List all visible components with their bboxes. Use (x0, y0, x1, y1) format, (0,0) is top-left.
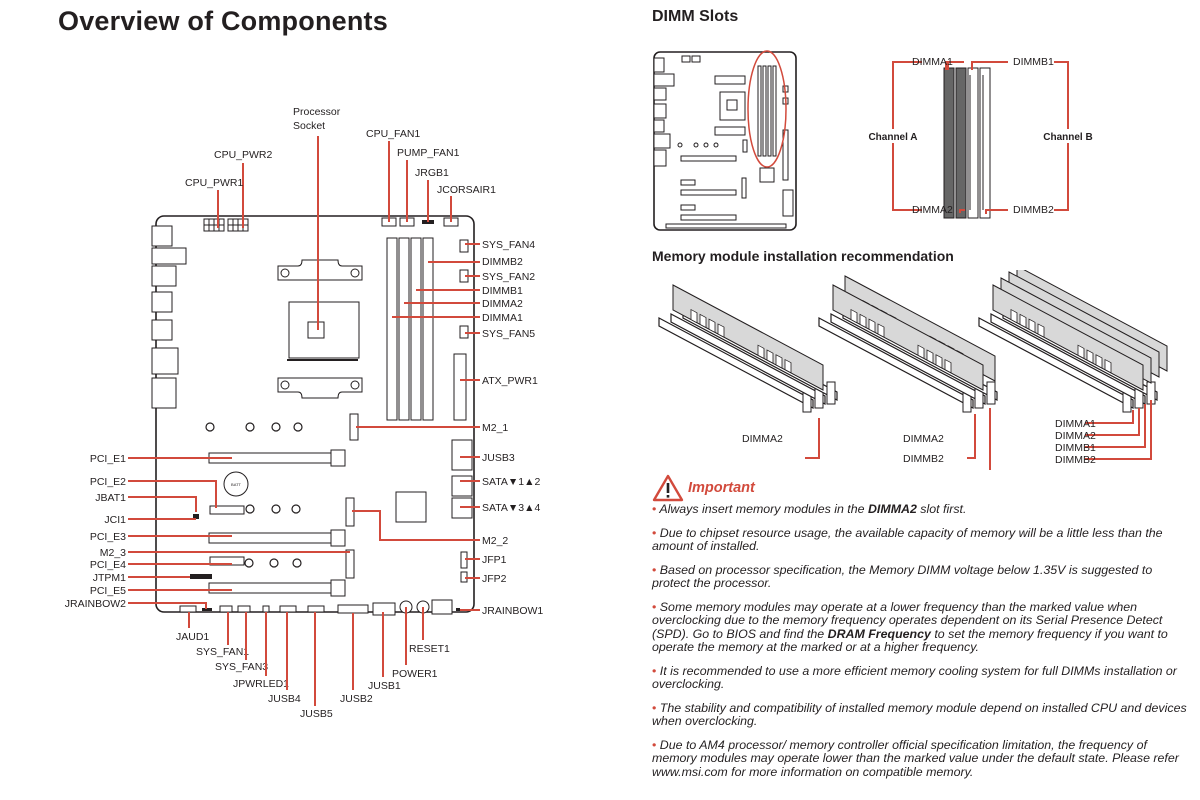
label-dimma2: DIMMA2 (482, 298, 523, 310)
config2-label-dimmb2: DIMMB2 (903, 453, 944, 465)
label-dimmb1: DIMMB1 (482, 285, 523, 297)
label-processor-socket-2: Socket (293, 120, 325, 132)
label-sys-fan5: SYS_FAN5 (482, 328, 535, 340)
bullet: • (652, 737, 657, 752)
label-jbat1: JBAT1 (95, 492, 126, 504)
dimm-label-a1: DIMMA1 (912, 56, 953, 68)
dimm-label-b1: DIMMB1 (1013, 56, 1054, 68)
label-jusb4: JUSB4 (268, 693, 301, 705)
warning-icon (652, 474, 684, 502)
recommendation-title: Memory module installation recommendatio… (652, 248, 954, 264)
label-jfp2: JFP2 (482, 573, 507, 585)
dimm-slots (386, 237, 434, 421)
dimm-slots-diagram: DIMMA1 DIMMA2 DIMMB1 DIMMB2 Channel A Ch… (653, 50, 1093, 231)
note-item: • It is recommended to use a more effici… (652, 663, 1177, 691)
label-jusb3: JUSB3 (482, 452, 515, 464)
bullet: • (652, 502, 657, 516)
bullet: • (652, 599, 657, 614)
note-item: • Due to AM4 processor/ memory controlle… (652, 737, 1179, 779)
label-sata-1-2: SATA▼1▲2 (482, 476, 540, 488)
label-sys-fan2: SYS_FAN2 (482, 271, 535, 283)
label-reset1: RESET1 (409, 643, 450, 655)
dimm-highlight-ellipse (747, 50, 787, 168)
rear-io (151, 225, 187, 409)
label-jci1: JCI1 (104, 514, 126, 526)
label-sys-fan1: SYS_FAN1 (196, 646, 249, 658)
note-item: • Some memory modules may operate at a l… (652, 599, 1168, 654)
installation-recommendation-diagram: DIMMA2 DIMMA2 DIMMB2 DIMMA1 DIMMA2 DIMMB… (658, 270, 1168, 470)
label-atx-pwr1: ATX_PWR1 (482, 375, 538, 387)
label-dimmb2: DIMMB2 (482, 256, 523, 268)
config2-label-dimma2: DIMMA2 (903, 433, 944, 445)
dimm-slots-title: DIMM Slots (652, 8, 739, 25)
channel-diagram: DIMMA1 DIMMA2 DIMMB1 DIMMB2 Channel A Ch… (868, 56, 1093, 219)
label-dimma1: DIMMA1 (482, 312, 523, 324)
pcie-slots (190, 449, 346, 597)
dimm-label-b2: DIMMB2 (1013, 204, 1054, 216)
label-pump-fan1: PUMP_FAN1 (397, 147, 460, 159)
channel-b-label: Channel B (1043, 132, 1092, 143)
label-jcorsair1: JCORSAIR1 (437, 184, 496, 196)
label-jusb5: JUSB5 (300, 708, 333, 720)
label-pci-e1: PCI_E1 (90, 453, 126, 465)
standoffs (205, 422, 303, 568)
motherboard-diagram: BATT Processor Socket CPU_PWR2 CPU_PWR1 … (65, 106, 544, 720)
battery-label: BATT (231, 482, 241, 487)
bullet: • (652, 525, 657, 540)
label-jusb1: JUSB1 (368, 680, 401, 692)
bullet: • (652, 663, 657, 678)
config3-label-dimma2: DIMMA2 (1055, 430, 1096, 442)
label-jfp1: JFP1 (482, 554, 507, 566)
important-notes: • Always insert memory modules in the DI… (652, 502, 1192, 789)
important-title: Important (688, 480, 755, 496)
label-pci-e2: PCI_E2 (90, 476, 126, 488)
dimm-label-a2: DIMMA2 (912, 204, 953, 216)
page-title: Overview of Components (58, 6, 388, 36)
note-item: • Based on processor specification, the … (652, 562, 1153, 590)
label-jtpm1: JTPM1 (93, 572, 126, 584)
label-jrainbow1: JRAINBOW1 (482, 605, 543, 617)
label-sata-3-4: SATA▼3▲4 (482, 502, 540, 514)
label-jrainbow2: JRAINBOW2 (65, 598, 126, 610)
cpu-socket (277, 259, 363, 399)
label-jaud1: JAUD1 (176, 631, 209, 643)
label-pci-e4: PCI_E4 (90, 559, 126, 571)
label-m2-1: M2_1 (482, 422, 508, 434)
label-sys-fan3: SYS_FAN3 (215, 661, 268, 673)
label-power1: POWER1 (392, 668, 438, 680)
label-jpwrled1: JPWRLED1 (233, 678, 289, 690)
label-sys-fan4: SYS_FAN4 (482, 239, 535, 251)
bullet: • (652, 700, 657, 715)
label-cpu-fan1: CPU_FAN1 (366, 128, 420, 140)
top-leaders: Processor Socket CPU_PWR2 CPU_PWR1 CPU_F… (185, 106, 496, 330)
bottom-leaders: JAUD1 SYS_FAN1 SYS_FAN3 JPWRLED1 JUSB4 J… (176, 607, 450, 720)
label-processor-socket-1: Processor (293, 106, 341, 118)
note-item: • The stability and compatibility of ins… (652, 700, 1187, 728)
label-m2-3: M2_3 (100, 547, 126, 559)
label-m2-2: M2_2 (482, 535, 508, 547)
channel-a-label: Channel A (868, 132, 917, 143)
config-one-module (658, 284, 838, 459)
config3-label-dimma1: DIMMA1 (1055, 418, 1096, 430)
bullet: • (652, 562, 657, 577)
config3-label-dimmb1: DIMMB1 (1055, 442, 1096, 454)
left-leaders: PCI_E1 PCI_E2 JBAT1 JCI1 PCI_E3 M2_3 PCI… (65, 453, 350, 610)
label-jrgb1: JRGB1 (415, 167, 449, 179)
mini-board (653, 50, 797, 231)
label-jusb2: JUSB2 (340, 693, 373, 705)
right-leaders: SYS_FAN4 DIMMB2 SYS_FAN2 DIMMB1 DIMMA2 D… (352, 239, 543, 617)
config3-label-dimmb2: DIMMB2 (1055, 454, 1096, 466)
label-cpu-pwr1: CPU_PWR1 (185, 177, 244, 189)
label-cpu-pwr2: CPU_PWR2 (214, 149, 273, 161)
label-pci-e5: PCI_E5 (90, 585, 126, 597)
config1-label-dimma2: DIMMA2 (742, 433, 783, 445)
note-item: • Always insert memory modules in the DI… (652, 502, 967, 516)
label-pci-e3: PCI_E3 (90, 531, 126, 543)
config-four-modules (978, 270, 1168, 460)
note-item: • Due to chipset resource usage, the ava… (652, 525, 1163, 553)
battery: BATT (223, 471, 249, 497)
config-two-modules (818, 275, 998, 470)
